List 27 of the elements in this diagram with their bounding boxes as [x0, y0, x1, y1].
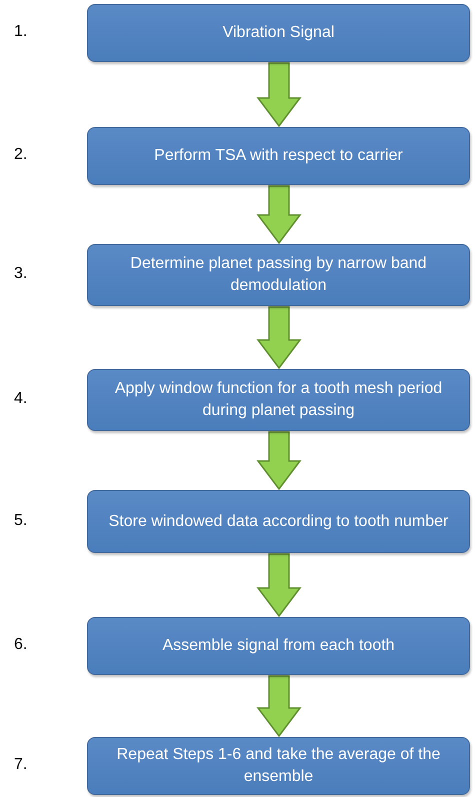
process-box [87, 4, 470, 62]
step-text: Vibration Signal [222, 23, 334, 43]
step-number: 7. [14, 756, 28, 774]
step-number: 3. [14, 265, 28, 283]
step-text: Store windowed data according to tooth number [108, 512, 448, 532]
process-box [87, 490, 470, 553]
process-box [87, 244, 470, 306]
step-number: 2. [14, 146, 28, 164]
block-arrow [256, 62, 302, 128]
step-text: Repeat Steps 1-6 and take the average of the ensemble [116, 745, 442, 787]
step-text: Assemble signal from each tooth [162, 636, 395, 656]
process-box [87, 617, 470, 675]
step-number: 1. [14, 23, 28, 41]
process-box [87, 369, 470, 431]
process-box [87, 127, 470, 185]
step-number: 5. [14, 512, 28, 530]
block-arrow [256, 431, 302, 490]
step-text: Apply window function for a tooth mesh period during planet passing [114, 379, 444, 421]
step-text: Perform TSA with respect to carrier [154, 146, 403, 166]
block-arrow [256, 675, 302, 738]
step-number: 6. [14, 636, 28, 654]
process-box [87, 737, 470, 795]
step-number: 4. [14, 390, 28, 408]
block-arrow [256, 553, 302, 618]
block-arrow [256, 306, 302, 370]
block-arrow [256, 185, 302, 244]
step-text: Determine planet passing by narrow band demodulation [129, 254, 428, 296]
